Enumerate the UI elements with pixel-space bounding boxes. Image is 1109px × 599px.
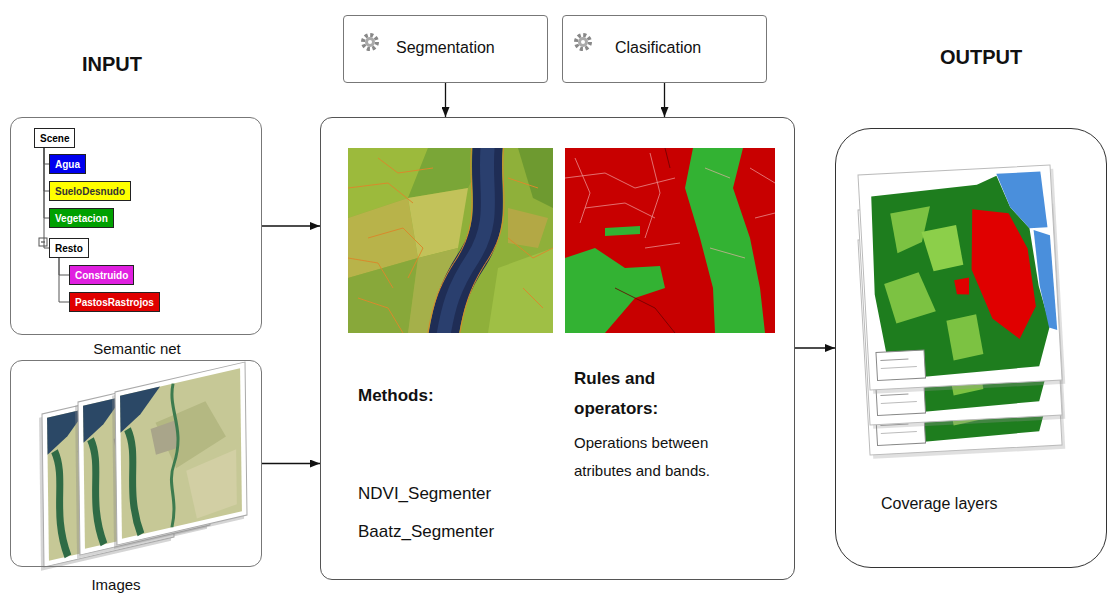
box-text: Methods: xyxy=(358,381,434,411)
process-box: Clasification xyxy=(562,15,767,83)
flow-arrow xyxy=(262,225,320,226)
panel-caption: Semantic net xyxy=(93,340,181,358)
box-text: Clasification xyxy=(615,38,701,57)
classified-image xyxy=(565,148,775,333)
process-box: Segmentation xyxy=(343,15,548,83)
class-label: Construido xyxy=(75,269,128,283)
class-label: Resto xyxy=(55,242,83,256)
box-text: Coverage layers xyxy=(881,494,998,513)
class-label: PastosRastrojos xyxy=(75,296,154,310)
flow-arrow xyxy=(262,463,320,464)
process-panel: Methods: NDVI_Segmenter Baatz_Segmenter Ru… xyxy=(320,117,795,580)
box-text: Segmentation xyxy=(396,38,495,57)
gear-icon xyxy=(363,35,377,49)
class-label: Agua xyxy=(55,158,80,172)
segmented-image xyxy=(348,148,553,333)
class-node: PastosRastrojos xyxy=(69,292,160,312)
section-label: OUTPUT xyxy=(940,45,1022,69)
section-label: INPUT xyxy=(82,52,142,76)
class-node: Scene xyxy=(34,128,75,148)
class-label: SueloDesnudo xyxy=(55,185,125,199)
flow-arrow xyxy=(445,83,446,117)
panel-caption: Images xyxy=(91,576,140,594)
box-text: NDVI_Segmenter Baatz_Segmenter xyxy=(358,475,518,551)
flow-arrow xyxy=(664,83,665,117)
output-panel: Coverage layers xyxy=(835,128,1107,568)
class-node: Construido xyxy=(69,265,134,285)
class-node: SueloDesnudo xyxy=(49,181,131,201)
class-node: Agua xyxy=(49,154,86,174)
class-label: Scene xyxy=(40,132,69,146)
class-label: Vegetacion xyxy=(55,212,108,226)
box-text: Rules and operators: xyxy=(574,364,704,424)
flow-arrow xyxy=(795,347,835,348)
box-text: Operations between atributes and bands. xyxy=(574,429,752,485)
images-panel: Images xyxy=(10,360,262,567)
image-stack xyxy=(39,362,247,571)
class-node: Vegetacion xyxy=(49,208,114,228)
tree-line xyxy=(59,258,69,275)
gear-icon xyxy=(576,35,590,49)
class-node: Resto xyxy=(49,238,89,258)
collapse-icon xyxy=(39,238,47,246)
semantic-net-panel: Semantic netSceneAguaSueloDesnudoVegetac… xyxy=(10,117,262,335)
tree-line xyxy=(59,258,69,302)
map-stack xyxy=(858,165,1065,459)
